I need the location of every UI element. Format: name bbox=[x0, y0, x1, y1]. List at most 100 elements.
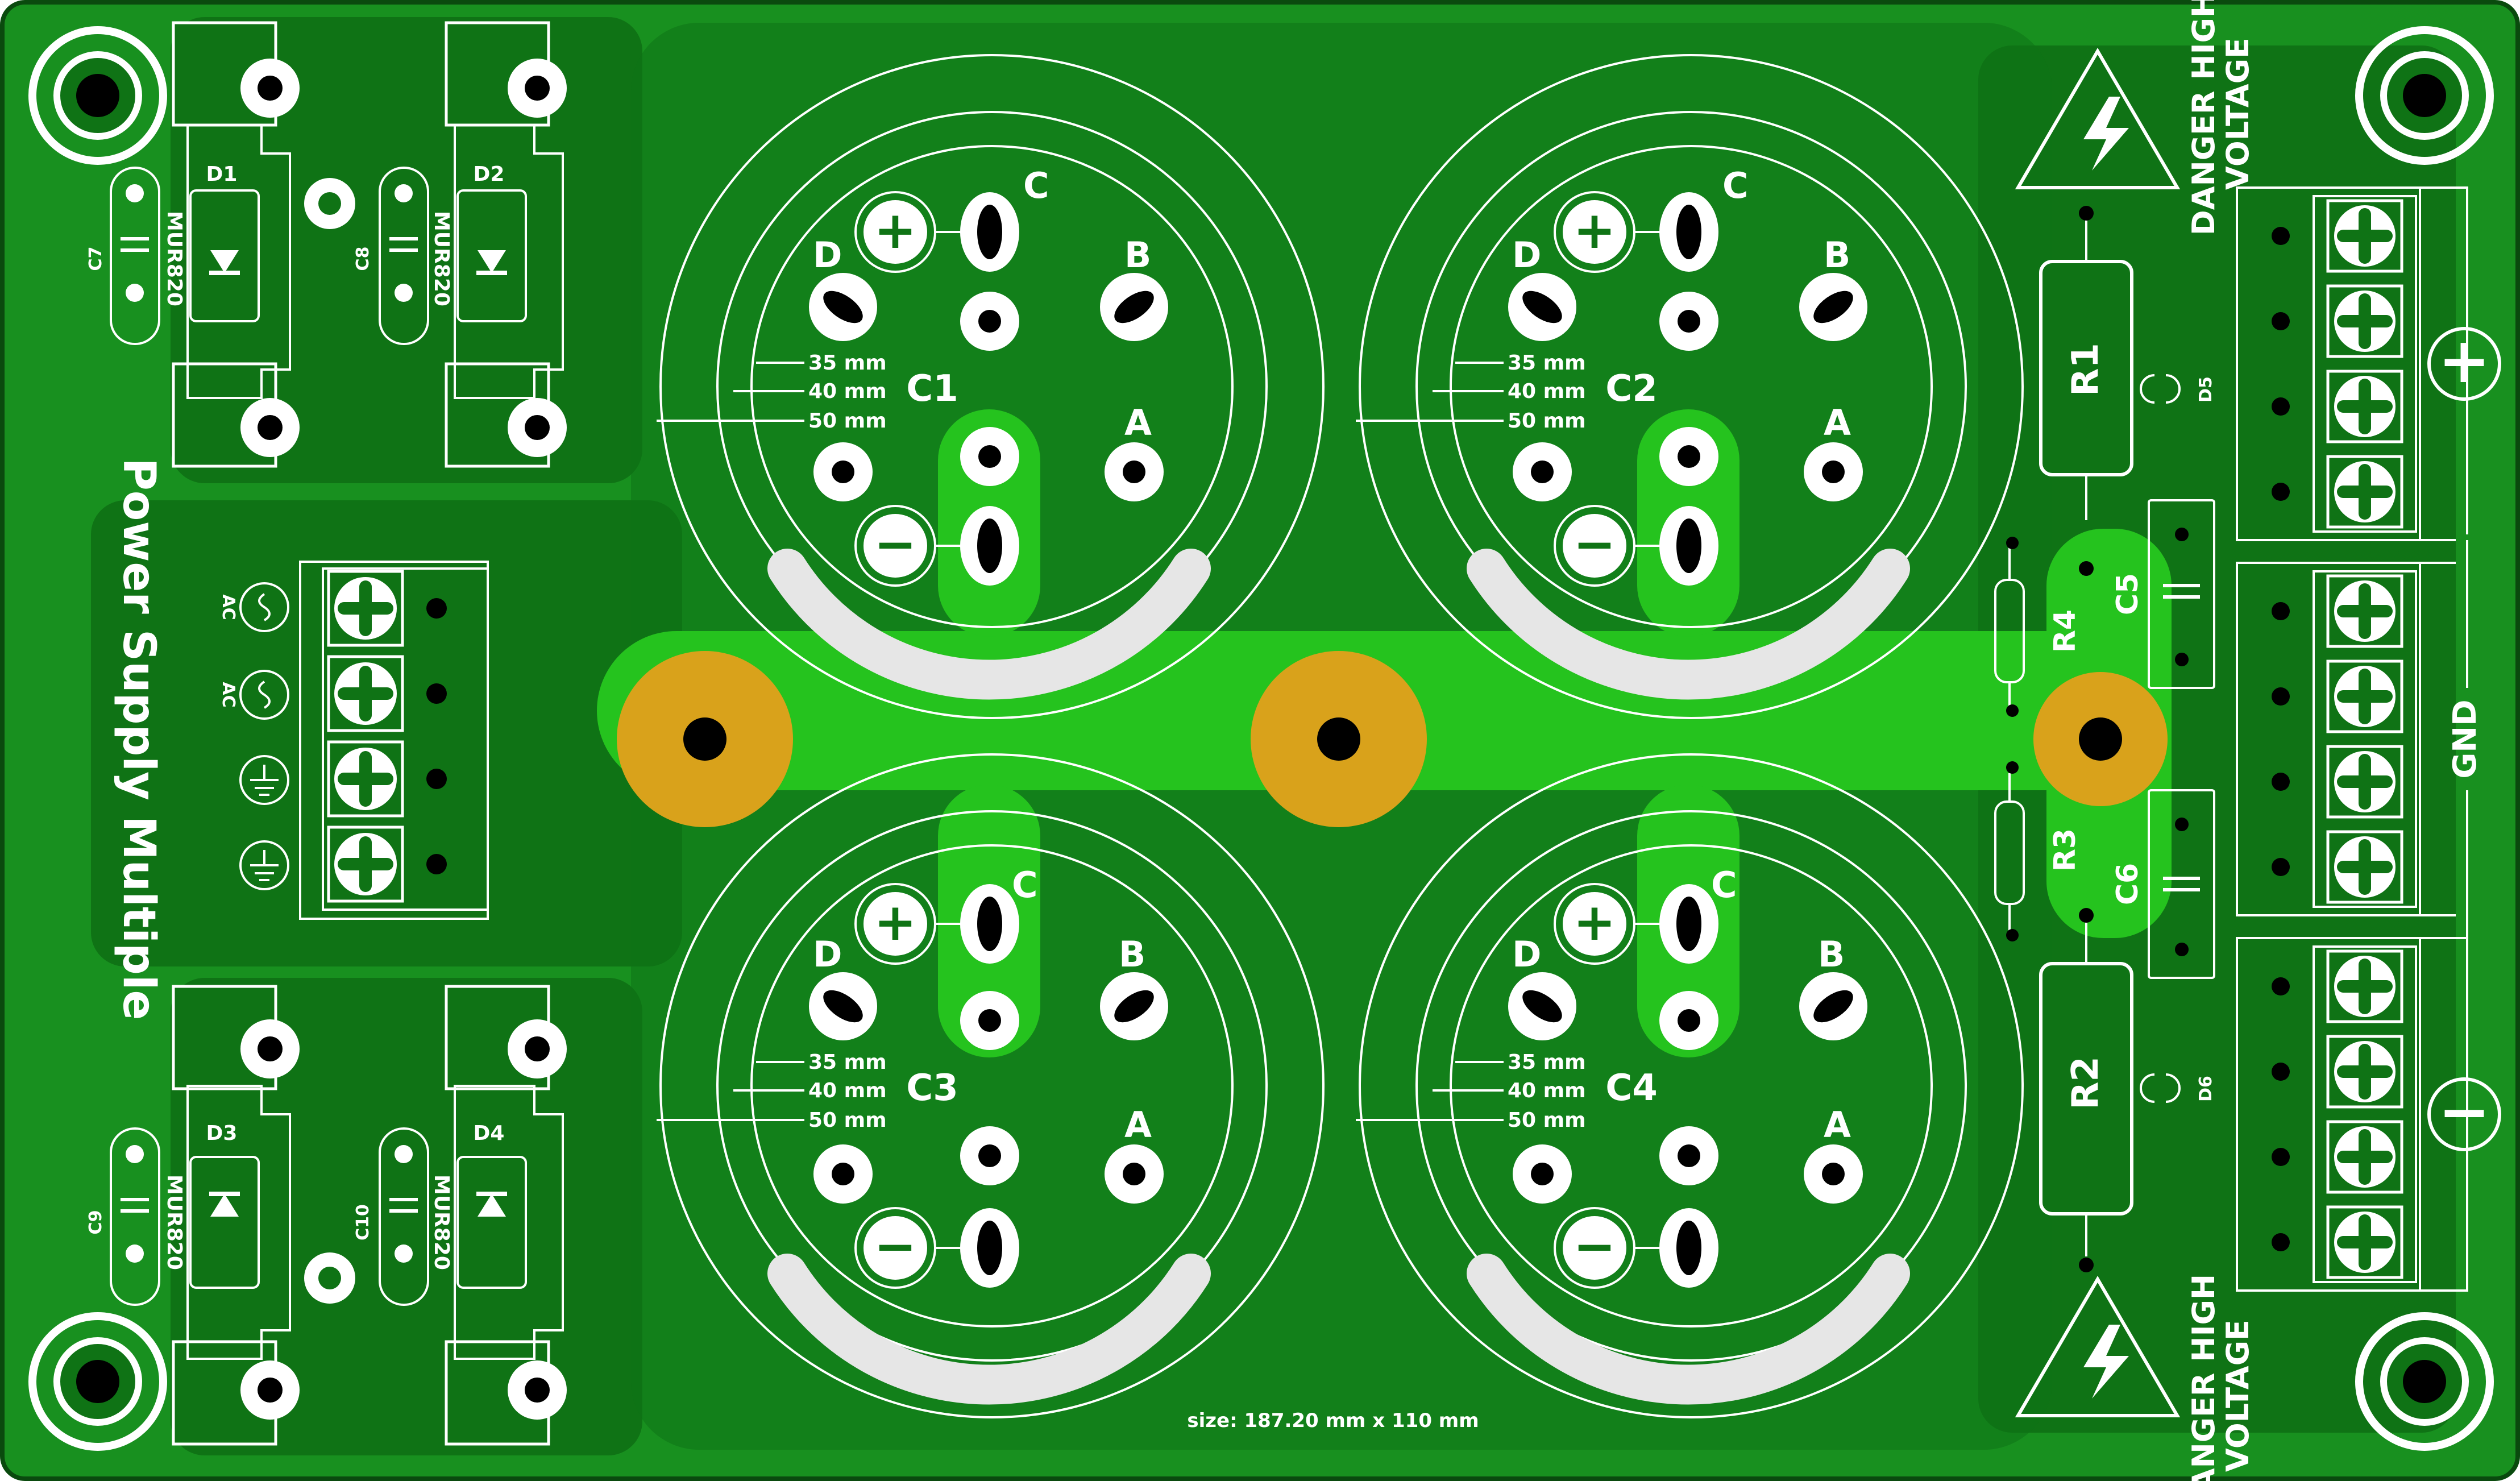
c4-r35: 35 mm bbox=[1508, 1051, 1586, 1074]
board-title: Power Supply Multiple bbox=[113, 458, 164, 1020]
c4-ref: C4 bbox=[1605, 1067, 1658, 1109]
terminal-pin-hole bbox=[2272, 397, 2290, 416]
terminal-screw-slot bbox=[2337, 669, 2393, 724]
terminal-screw-slot bbox=[2337, 208, 2393, 264]
c4-pin-b: B bbox=[1818, 934, 1845, 975]
warning-bottom-line1: DANGER HIGH bbox=[2186, 1274, 2222, 1481]
ac-label-2: AC bbox=[218, 682, 238, 707]
c4-r40: 40 mm bbox=[1508, 1079, 1586, 1102]
c2-pin-d: D bbox=[1512, 234, 1541, 276]
output-terminals: + GND − bbox=[2236, 186, 2501, 1292]
terminal-pin-hole bbox=[2272, 977, 2290, 995]
capacitor-c4: + − C D B A C4 35 mm 40 mm 50 mm bbox=[1356, 753, 2024, 1418]
c3-minus: − bbox=[874, 1217, 916, 1276]
c1-pin-d: D bbox=[813, 234, 842, 276]
c2-r35: 35 mm bbox=[1508, 351, 1586, 375]
c1-plus: + bbox=[874, 201, 916, 260]
diode-bodies bbox=[186, 124, 564, 1360]
c2-r50: 50 mm bbox=[1508, 409, 1586, 433]
terminal-screw-slot bbox=[2337, 959, 2393, 1014]
terminal-pin-hole bbox=[2272, 773, 2290, 791]
warning-bottom: DANGER HIGH VOLTAGE bbox=[2015, 1274, 2256, 1481]
c2-r40: 40 mm bbox=[1508, 380, 1586, 403]
terminal-pin-hole bbox=[2272, 858, 2290, 876]
c2-minus: − bbox=[1573, 515, 1616, 574]
c4-pin-a: A bbox=[1824, 1104, 1851, 1146]
terminal-pin-hole bbox=[2272, 602, 2290, 620]
bleeder-section: R1 R2 R4 R3 D5 D6 C5 C6 bbox=[1994, 206, 2216, 1272]
led-d5-label: D5 bbox=[2196, 376, 2216, 403]
c4-pin-d: D bbox=[1512, 934, 1541, 975]
c4-r50: 50 mm bbox=[1508, 1109, 1586, 1132]
c1-pin-b: B bbox=[1124, 234, 1151, 276]
board-size-note: size: 187.20 mm x 110 mm bbox=[1187, 1409, 1479, 1432]
c1-ref: C1 bbox=[906, 368, 958, 410]
resistor-r3-label: R3 bbox=[2048, 828, 2082, 872]
mounting-holes bbox=[28, 26, 2494, 1451]
c3-pin-c: C bbox=[1012, 864, 1038, 906]
diode-ref-d1: D1 bbox=[206, 163, 238, 186]
cap-ref-c10: C10 bbox=[353, 1204, 373, 1241]
c1-minus: − bbox=[874, 515, 916, 574]
diode-part-d4: MUR820 bbox=[430, 1175, 453, 1270]
c1-pin-c: C bbox=[1023, 165, 1049, 206]
terminal-screw-slot bbox=[2337, 1044, 2393, 1100]
cap-c6-label: C6 bbox=[2111, 863, 2145, 905]
c3-r40: 40 mm bbox=[808, 1079, 887, 1102]
c3-pin-d: D bbox=[813, 934, 842, 975]
snubber-caps bbox=[110, 167, 429, 1306]
terminal-screw-slot bbox=[2337, 464, 2393, 520]
c1-r50: 50 mm bbox=[808, 409, 887, 433]
capacitor-footprints: + − C D B A C1 35 mm 40 mm 50 mm bbox=[657, 54, 2024, 1418]
diode-symbols bbox=[209, 250, 507, 1217]
c4-minus: − bbox=[1573, 1217, 1616, 1276]
c3-pin-b: B bbox=[1119, 934, 1145, 975]
terminal-screw-slot bbox=[2337, 583, 2393, 639]
c3-plus: + bbox=[874, 893, 916, 952]
diode-ref-d2: D2 bbox=[474, 163, 505, 186]
terminal-screw-slot bbox=[2337, 1129, 2393, 1185]
c1-pin-a: A bbox=[1124, 402, 1152, 443]
c2-pin-a: A bbox=[1824, 402, 1851, 443]
warning-top-line1: DANGER HIGH bbox=[2186, 0, 2222, 235]
c2-ref: C2 bbox=[1605, 368, 1658, 410]
diode-ref-d3: D3 bbox=[206, 1122, 238, 1145]
warning-bottom-line2: VOLTAGE bbox=[2220, 1320, 2256, 1472]
terminal-screw-slot bbox=[2337, 379, 2393, 434]
ac-label-1: AC bbox=[218, 594, 238, 620]
c4-pin-c: C bbox=[1711, 864, 1737, 906]
diode-part-d2: MUR820 bbox=[430, 211, 453, 306]
output-gnd-label: GND bbox=[2447, 699, 2484, 778]
diode-part-d3: MUR820 bbox=[163, 1175, 186, 1270]
cap-c5-label: C5 bbox=[2111, 573, 2145, 615]
resistor-r2-label: R2 bbox=[2065, 1056, 2107, 1110]
c4-plus: + bbox=[1573, 893, 1616, 952]
cap-ref-c9: C9 bbox=[86, 1210, 106, 1235]
c1-r35: 35 mm bbox=[808, 351, 887, 375]
cap-ref-c8: C8 bbox=[353, 247, 373, 271]
output-minus-label: − bbox=[2438, 1075, 2490, 1148]
capacitor-c3: + − C D B A C3 35 mm 40 mm 50 mm bbox=[657, 753, 1325, 1418]
terminal-screw-slot bbox=[2337, 1214, 2393, 1270]
c3-r50: 50 mm bbox=[808, 1109, 887, 1132]
input-terminal-block: AC AC bbox=[218, 561, 489, 920]
terminal-pin-hole bbox=[2272, 312, 2290, 330]
capacitor-c1: + − C D B A C1 35 mm 40 mm 50 mm bbox=[657, 54, 1325, 719]
c2-pin-c: C bbox=[1722, 165, 1749, 206]
terminal-screw-slot bbox=[2337, 754, 2393, 810]
output-plus-label: + bbox=[2438, 324, 2490, 397]
led-d6-label: D6 bbox=[2196, 1076, 2216, 1102]
terminal-pin-hole bbox=[2272, 483, 2290, 501]
c3-pin-a: A bbox=[1124, 1104, 1152, 1146]
terminal-pin-hole bbox=[2272, 1233, 2290, 1251]
resistor-r1-label: R1 bbox=[2065, 343, 2107, 396]
ground-pads bbox=[617, 651, 2168, 827]
diode-part-d1: MUR820 bbox=[163, 211, 186, 306]
terminal-pin-hole bbox=[2272, 1063, 2290, 1081]
c3-ref: C3 bbox=[906, 1067, 958, 1109]
warning-top: DANGER HIGH VOLTAGE bbox=[2015, 0, 2256, 235]
resistor-r4-label: R4 bbox=[2048, 609, 2082, 653]
capacitor-c2: + − C D B A C2 35 mm 40 mm 50 mm bbox=[1356, 54, 2024, 719]
terminal-pin-hole bbox=[2272, 1148, 2290, 1166]
